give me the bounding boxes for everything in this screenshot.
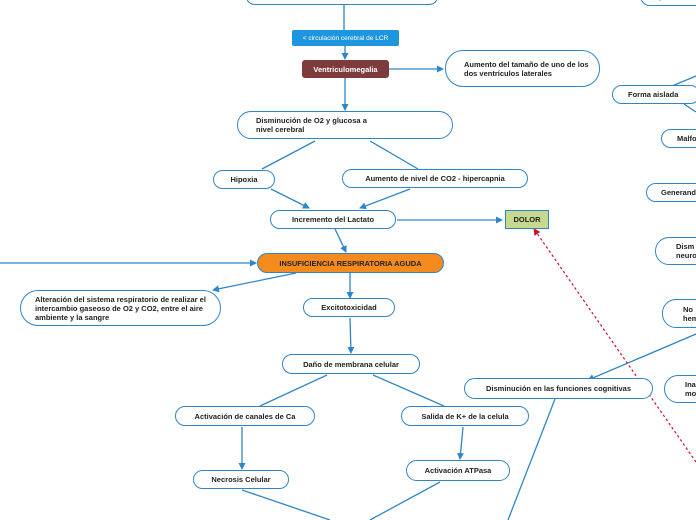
- edge-dano-potasio: [372, 374, 445, 407]
- node-funciones-cognitivas-label: Disminución en las funciones cognitivas: [485, 384, 632, 393]
- edge-insuficiencia-alteracion: [212, 272, 297, 293]
- node-salida-k-label: Salida de K+ de la celula: [421, 411, 509, 421]
- node-salida-k[interactable]: Salida de K+ de la celula: [401, 406, 529, 426]
- node-malfo-label: Malfo: [677, 134, 696, 143]
- node-necrosis[interactable]: Necrosis Celular: [193, 470, 289, 489]
- edge-disminucion-hipoxia: [261, 140, 316, 170]
- node-alteracion[interactable]: Alteración del sistema respiratorio de r…: [20, 290, 221, 326]
- node-alteracion-label: Alteración del sistema respiratorio de r…: [35, 294, 206, 322]
- edge-right-2: [683, 103, 696, 113]
- node-necrosis-label: Necrosis Celular: [211, 475, 271, 484]
- node-posterior-label: posterior: [659, 0, 692, 1]
- edge-atpasa-down: [369, 481, 441, 520]
- edge-hipoxia-lactato: [270, 188, 310, 209]
- edge-dano-calcio: [259, 374, 328, 407]
- edge-potasio-atpasa: [457, 426, 465, 460]
- node-lactato[interactable]: Incremento del Lactato: [270, 210, 396, 229]
- node-ina-mo[interactable]: Ina mo: [664, 375, 696, 403]
- node-forma-aislada-label: Forma aislada: [628, 90, 679, 99]
- edge-cognitivas-down: [507, 398, 556, 520]
- node-ventriculomegalia[interactable]: Ventriculomegalia: [302, 60, 389, 78]
- edge-necrosis-down: [241, 489, 331, 520]
- edge-excitotoxicidad-dano: [347, 317, 355, 354]
- top-node[interactable]: [246, 0, 438, 5]
- node-dism-neuro-label: Dism neuro: [676, 242, 696, 260]
- node-generando[interactable]: Generand: [646, 183, 696, 202]
- node-hipercapnia[interactable]: Aumento de nivel de CO2 - hipercapnia: [342, 169, 528, 188]
- node-ventriculomegalia-label: Ventriculomegalia: [313, 64, 378, 74]
- node-insuficiencia[interactable]: INSUFICIENCIA RESPIRATORIA AGUDA: [257, 253, 444, 273]
- node-no-hem-label: No hem: [683, 304, 696, 323]
- node-excitotoxicidad[interactable]: Excitotoxicidad: [303, 298, 395, 317]
- node-atpasa-label: Activación ATPasa: [424, 466, 492, 475]
- node-activacion-ca[interactable]: Activación de canales de Ca: [175, 406, 315, 426]
- node-circulacion-label: < circulación cerebral de LCR: [302, 34, 389, 42]
- node-dolor[interactable]: DOLOR: [505, 210, 549, 229]
- node-dano-membrana-label: Daño de membrana celular: [303, 359, 399, 369]
- node-no-hem[interactable]: No hem: [662, 299, 696, 328]
- node-dano-membrana[interactable]: Daño de membrana celular: [282, 354, 420, 374]
- node-dism-neuro[interactable]: Dism neuro: [655, 237, 696, 265]
- node-dolor-label: DOLOR: [513, 215, 541, 224]
- node-ina-mo-label: Ina mo: [685, 380, 696, 398]
- node-disminucion-o2-label: Disminución de O2 y glucosa a nivel cere…: [256, 116, 367, 134]
- node-aumento-tamano[interactable]: Aumento del tamaño de uno de los dos ven…: [445, 50, 600, 87]
- node-generando-label: Generand: [661, 188, 696, 197]
- edge-dashed-dolor: [533, 228, 696, 463]
- node-activacion-ca-label: Activación de canales de Ca: [194, 411, 296, 421]
- node-hipercapnia-label: Aumento de nivel de CO2 - hipercapnia: [365, 174, 505, 183]
- node-hipoxia-label: Hipoxia: [230, 175, 258, 184]
- edge-hipercapnia-lactato: [359, 188, 411, 210]
- node-insuficiencia-label: INSUFICIENCIA RESPIRATORIA AGUDA: [279, 258, 422, 268]
- edge-lactato-insuficiencia: [334, 228, 347, 253]
- edge-right-cognitivas: [587, 333, 696, 381]
- node-aumento-tamano-label: Aumento del tamaño de uno de los dos ven…: [464, 59, 589, 78]
- edge-right-1: [671, 75, 696, 87]
- node-disminucion-o2[interactable]: Disminución de O2 y glucosa a nivel cere…: [237, 111, 453, 139]
- node-posterior[interactable]: posterior: [640, 0, 696, 6]
- node-atpasa[interactable]: Activación ATPasa: [406, 460, 510, 481]
- node-hipoxia[interactable]: Hipoxia: [213, 170, 275, 189]
- node-funciones-cognitivas[interactable]: Disminución en las funciones cognitivas: [464, 378, 653, 399]
- node-excitotoxicidad-label: Excitotoxicidad: [321, 303, 377, 312]
- node-circulacion[interactable]: < circulación cerebral de LCR: [292, 30, 399, 46]
- edge-disminucion-hipercapnia: [369, 140, 419, 170]
- node-malfo[interactable]: Malfo: [661, 129, 696, 148]
- node-forma-aislada[interactable]: Forma aislada: [612, 85, 696, 104]
- node-lactato-label: Incremento del Lactato: [291, 215, 375, 224]
